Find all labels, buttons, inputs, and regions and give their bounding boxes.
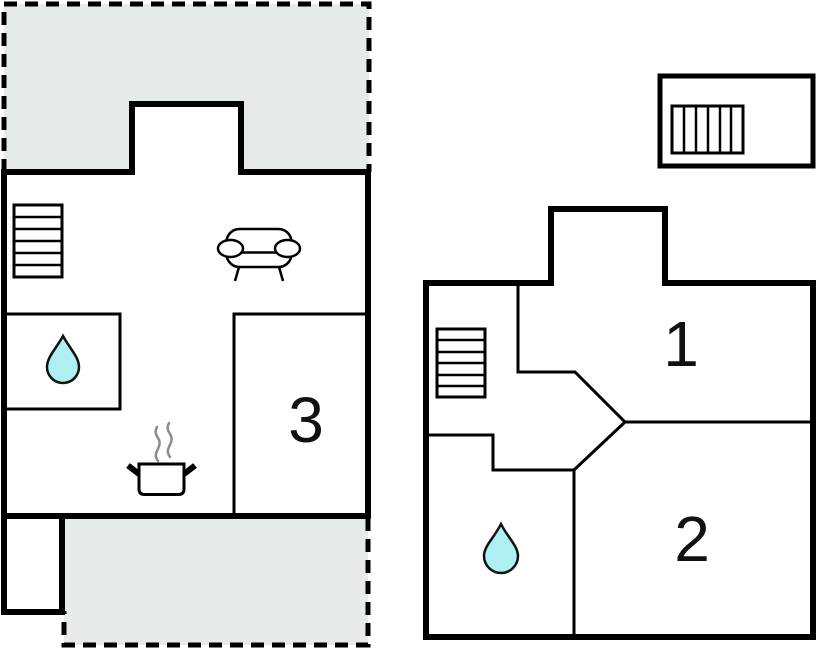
upper-floor-outer-walls [423,206,816,640]
pot-handles [126,463,197,477]
terrace-lower [61,518,371,648]
roof-hatch-ladder-icon [670,104,745,155]
terrace-upper-dashed-border [1,1,372,172]
terrace-upper [1,1,372,172]
ground-floor-plan: 3 [1,1,372,648]
water-drop-icon-upper [482,521,520,575]
room-1-label: 1 [663,308,699,380]
water-drop-icon [45,333,81,385]
room-3-label: 3 [288,384,324,456]
staircase-icon-upper [435,327,487,399]
bathroom-walls [2,312,122,411]
staircase-icon [12,203,64,279]
cooking-pot-icon [126,421,197,496]
roof-hatch-box [657,73,816,169]
terrace-upper-fill [4,4,369,172]
landing-step-walls [429,420,627,472]
room-2-label: 2 [674,503,710,575]
pot-body [137,462,186,496]
room-3-walls [232,312,366,514]
terrace-lower-dashed-border [61,518,371,648]
terrace-lower-fill [64,518,368,645]
sofa-icon [216,227,302,282]
steam-lines [154,421,173,463]
room-1-divider-walls [516,285,811,424]
upper-floor-plan: 1 2 [423,73,816,640]
